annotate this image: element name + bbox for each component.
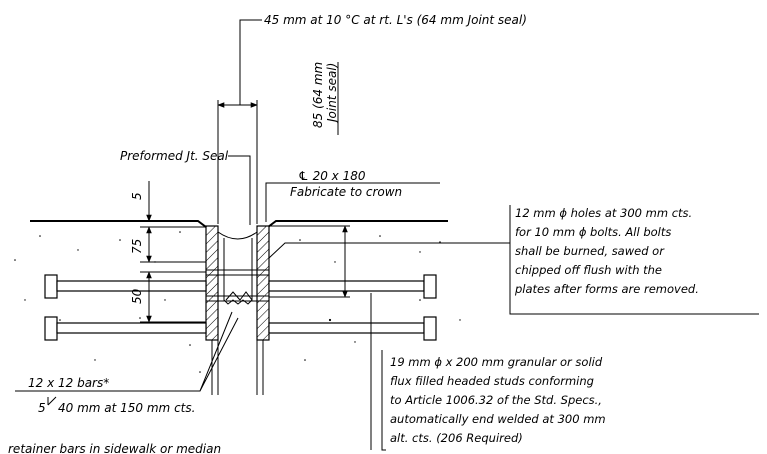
- svg-text:chipped off flush with the: chipped off flush with the: [515, 263, 662, 277]
- svg-text:shall be burned, sawed or: shall be burned, sawed or: [515, 244, 665, 258]
- preformed-joint-seal: [217, 231, 258, 305]
- svg-text:12 mm ϕ holes at 300 mm cts.: 12 mm ϕ holes at 300 mm cts.: [515, 206, 692, 220]
- bars-spacing-label: 40 mm at 150 mm cts.: [58, 401, 195, 415]
- dim-50: 50: [130, 288, 144, 304]
- vertical-dimension-label-1: 85 (64 mm: [311, 62, 325, 128]
- dim-5: 5: [130, 192, 144, 200]
- right-dimensions: [269, 225, 350, 298]
- plate-fabricate-label: Fabricate to crown: [290, 185, 402, 199]
- bars-note: 12 x 12 bars* 5 40 mm at 150 mm cts.: [15, 311, 239, 415]
- dim-75: 75: [130, 239, 144, 254]
- studs-note: 19 mm ϕ x 200 mm granular or solid flux …: [370, 293, 606, 451]
- svg-text:19 mm ϕ x 200 mm granular or s: 19 mm ϕ x 200 mm granular or solid: [390, 355, 603, 369]
- bars-label: 12 x 12 bars*: [28, 376, 109, 390]
- depth-dimensions: [140, 181, 206, 323]
- footnote: retainer bars in sidewalk or median: [8, 442, 221, 454]
- top-dimension-label: 45 mm at 10 °C at rt. L's (64 mm Joint s…: [264, 13, 527, 27]
- retainer-bars: [44, 274, 437, 341]
- left-joint-plate: [205, 225, 219, 341]
- deck-surface: [30, 220, 448, 228]
- preformed-seal-label: Preformed Jt. Seal: [120, 149, 229, 163]
- plate-label: ℄ 20 x 180: [298, 169, 366, 183]
- svg-text:automatically end welded at 30: automatically end welded at 300 mm: [390, 412, 606, 426]
- holes-note: 12 mm ϕ holes at 300 mm cts. for 10 mm ϕ…: [268, 205, 759, 315]
- svg-text:flux filled headed studs confo: flux filled headed studs conforming: [390, 374, 594, 388]
- right-joint-plate: [256, 225, 270, 341]
- svg-text:to Article 1006.32 of the Std.: to Article 1006.32 of the Std. Specs.,: [390, 393, 602, 407]
- svg-text:plates after forms are removed: plates after forms are removed.: [514, 282, 699, 296]
- concrete-stipple: [14, 231, 461, 373]
- bolt-lines: [206, 269, 269, 302]
- bars-spacing-number: 5: [38, 401, 46, 415]
- svg-text:alt. cts. (206 Required): alt. cts. (206 Required): [390, 431, 523, 445]
- gap-dimension: [217, 19, 262, 224]
- svg-text:for 10 mm ϕ bolts. All bolts: for 10 mm ϕ bolts. All bolts: [515, 225, 671, 239]
- vertical-dimension-label-2: Joint seal): [325, 63, 339, 124]
